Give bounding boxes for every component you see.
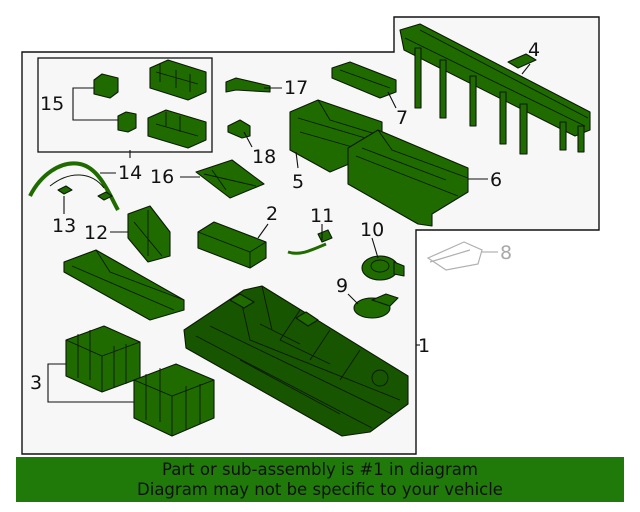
notice-line-2: Diagram may not be specific to your vehi… (137, 479, 503, 499)
callout-5: 5 (292, 171, 304, 193)
part-2-junction-box[interactable] (197, 221, 267, 269)
part-8-air-duct[interactable] (426, 241, 483, 271)
callout-9: 9 (336, 275, 348, 297)
callout-8: 8 (500, 242, 512, 264)
part-10-blower-fan[interactable] (361, 255, 405, 281)
part-6-rear-cover[interactable] (347, 129, 469, 227)
callout-15: 15 (40, 93, 64, 115)
subassembly-box-14 (37, 57, 213, 153)
part-17-clip[interactable] (225, 77, 271, 93)
callout-18: 18 (252, 146, 276, 168)
callout-10: 10 (360, 219, 384, 241)
callout-4: 4 (528, 39, 540, 61)
part-3-battery-module-lower[interactable] (133, 363, 215, 437)
part-7-cover-bracket[interactable] (331, 61, 397, 99)
part-14-fuse-block-lower[interactable] (147, 109, 207, 149)
callout-17: 17 (284, 77, 308, 99)
notice-line-1: Part or sub-assembly is #1 in diagram (162, 459, 478, 479)
callout-2: 2 (266, 203, 278, 225)
callout-14: 14 (118, 162, 142, 184)
part-13-wire-harness[interactable] (28, 161, 120, 211)
part-1-battery-tray[interactable] (183, 285, 409, 437)
part-14-fuse-block-upper[interactable] (149, 59, 207, 101)
callout-12: 12 (84, 222, 108, 244)
part-lower-tray-cover[interactable] (63, 249, 185, 321)
leader-lines (47, 63, 531, 403)
part-9-duct[interactable] (353, 293, 399, 319)
callout-1: 1 (418, 335, 430, 357)
part-12-control-module[interactable] (127, 205, 171, 263)
callout-3: 3 (30, 372, 42, 394)
part-4-upper-bracket[interactable] (399, 23, 591, 155)
highlight-notice-banner: Part or sub-assembly is #1 in diagram Di… (16, 457, 624, 502)
part-15-relay-lower[interactable] (117, 111, 137, 133)
part-16-mount-bracket[interactable] (195, 159, 265, 199)
callout-7: 7 (396, 107, 408, 129)
callout-6: 6 (490, 169, 502, 191)
part-15-relay-upper[interactable] (93, 73, 119, 99)
callout-11: 11 (310, 205, 334, 227)
callout-16: 16 (150, 166, 174, 188)
callout-13: 13 (52, 215, 76, 237)
